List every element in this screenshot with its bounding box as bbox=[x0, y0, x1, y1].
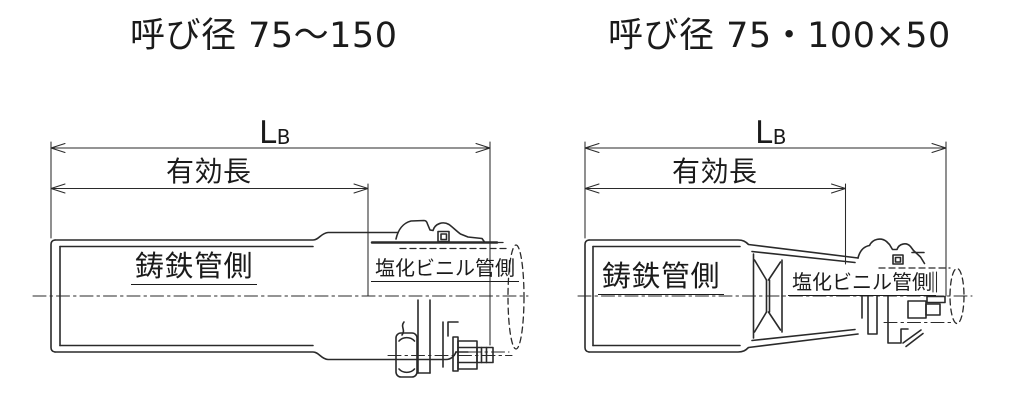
right-pvc-side-label: 塩化ビニル管側 bbox=[788, 272, 936, 296]
left-lb-main: L bbox=[259, 115, 277, 151]
right-pvc-pipe bbox=[878, 267, 965, 325]
right-bolt-tip bbox=[926, 295, 946, 304]
right-lb-main: L bbox=[755, 115, 773, 151]
left-effective-length-dimension-line bbox=[50, 183, 369, 194]
right-effective-length-dimension-line bbox=[584, 183, 847, 194]
right-lb-dimension-label: L B bbox=[755, 115, 788, 151]
right-pipe-break-ellipse bbox=[949, 267, 965, 325]
right-lb-dimension-line bbox=[584, 142, 947, 154]
left-cast-iron-side-label: 鋳鉄管側 bbox=[131, 252, 258, 285]
left-pipe-body bbox=[50, 231, 457, 361]
right-diagram-linework bbox=[577, 141, 973, 353]
right-diagram-title: 呼び径 75・100×50 bbox=[608, 16, 951, 56]
right-clamp bbox=[857, 238, 926, 265]
left-bolt-assembly bbox=[395, 299, 494, 378]
left-pvc-pipe bbox=[370, 241, 525, 353]
left-bolt-tip bbox=[476, 346, 494, 364]
left-clamp bbox=[395, 219, 486, 243]
left-lb-dimension-label: L B bbox=[259, 115, 292, 151]
left-lb-dimension-line bbox=[50, 142, 491, 154]
left-pvc-side-label: 塩化ビニル管側 bbox=[371, 258, 519, 282]
left-lb-sub: B bbox=[276, 125, 292, 150]
right-cast-iron-side-label: 鋳鉄管側 bbox=[598, 262, 725, 295]
right-lb-sub: B bbox=[772, 125, 788, 150]
left-diagram-linework bbox=[32, 141, 529, 378]
right-effective-length-label: 有効長 bbox=[672, 155, 758, 188]
left-pipe-break-ellipse bbox=[507, 244, 525, 350]
left-effective-length-label: 有効長 bbox=[166, 155, 252, 188]
left-diagram-title: 呼び径 75〜150 bbox=[130, 16, 398, 56]
right-pipe-body bbox=[584, 239, 859, 353]
right-bolt-assembly bbox=[861, 295, 941, 348]
right-clamp-bolt-head bbox=[892, 254, 904, 265]
right-bolt-body bbox=[907, 300, 927, 319]
left-nut bbox=[395, 332, 418, 378]
right-socket-funnel bbox=[752, 253, 783, 339]
